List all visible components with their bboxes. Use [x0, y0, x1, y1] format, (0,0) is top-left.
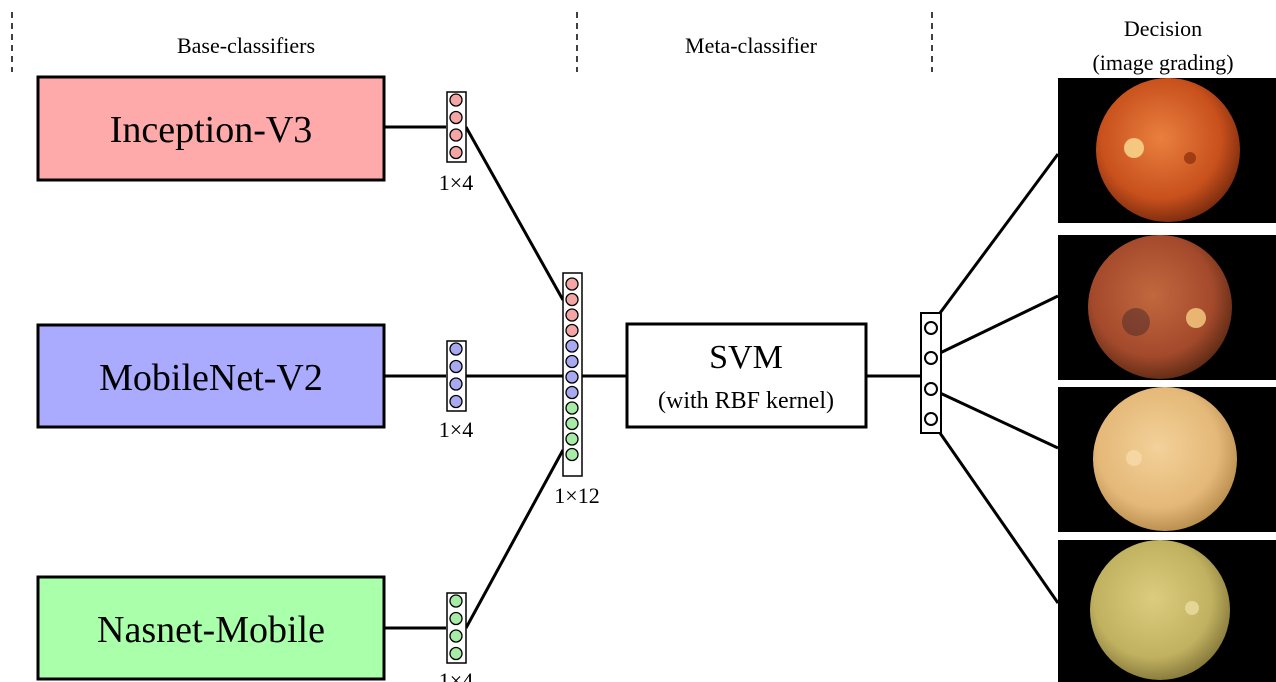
inception-v3-label: Inception-V3	[110, 109, 313, 151]
decision-node	[924, 321, 938, 335]
vector-element	[565, 308, 579, 322]
connector	[938, 432, 1060, 604]
vector-element	[449, 145, 463, 160]
vector-element	[449, 93, 463, 107]
vector-element	[565, 416, 579, 431]
vector-element	[565, 339, 579, 353]
base-classifiers-header: Base-classifiers	[177, 33, 315, 58]
svm-subtitle: (with RBF kernel)	[658, 388, 834, 414]
vector-element	[565, 432, 579, 446]
meta-classifier-header: Meta-classifier	[685, 33, 818, 58]
vector-element	[565, 354, 579, 369]
decision-node	[924, 412, 938, 426]
nasnet-output-vector	[446, 592, 467, 664]
inception-v3-box	[36, 75, 386, 182]
nasnet-mobile-label: Nasnet-Mobile	[97, 609, 325, 651]
mobilenet-v2-label: MobileNet-V2	[99, 357, 323, 399]
mobilenet-v2-box	[36, 323, 386, 429]
vector-element	[565, 292, 579, 307]
vector-element	[449, 646, 463, 661]
decision-subheader: (image grading)	[1092, 50, 1233, 75]
decision-header: Decision	[1124, 16, 1202, 41]
vector-element	[565, 370, 579, 384]
vector-element	[565, 323, 579, 338]
fundus-image-4	[1058, 540, 1276, 682]
concatenated-size: 1×12	[554, 483, 599, 508]
vector-element	[449, 629, 463, 643]
vector-element	[565, 385, 579, 400]
vector-element	[449, 359, 463, 374]
vector-element	[565, 277, 579, 291]
connector	[464, 126, 565, 301]
fundus-image-3	[1058, 387, 1276, 532]
fundus-image-2	[1058, 235, 1276, 380]
decision-node	[924, 382, 938, 396]
connector	[939, 294, 1059, 355]
vector-element	[449, 110, 463, 125]
nasnet-output-size: 1×4	[439, 668, 473, 682]
svm-title: SVM	[709, 339, 783, 376]
fundus-image-1	[1058, 78, 1276, 223]
concatenated-vector	[562, 272, 583, 477]
decision-vector	[920, 312, 942, 434]
mobilenet-output-vector	[446, 340, 467, 412]
vector-element	[449, 611, 463, 626]
vector-element	[449, 394, 463, 409]
mobilenet-output-size: 1×4	[439, 417, 473, 442]
vector-element	[449, 594, 463, 608]
decision-node	[924, 351, 938, 365]
vector-element	[449, 128, 463, 142]
vector-element	[565, 401, 579, 415]
connector	[464, 449, 565, 629]
connector	[938, 153, 1060, 314]
connector	[939, 391, 1059, 450]
inception-output-vector	[446, 91, 467, 163]
nasnet-mobile-box	[36, 575, 386, 681]
vector-element	[565, 447, 579, 462]
inception-output-size: 1×4	[439, 170, 473, 195]
connections	[385, 125, 1060, 630]
vector-element	[449, 342, 463, 356]
vector-element	[449, 377, 463, 391]
svm-box	[625, 322, 868, 429]
